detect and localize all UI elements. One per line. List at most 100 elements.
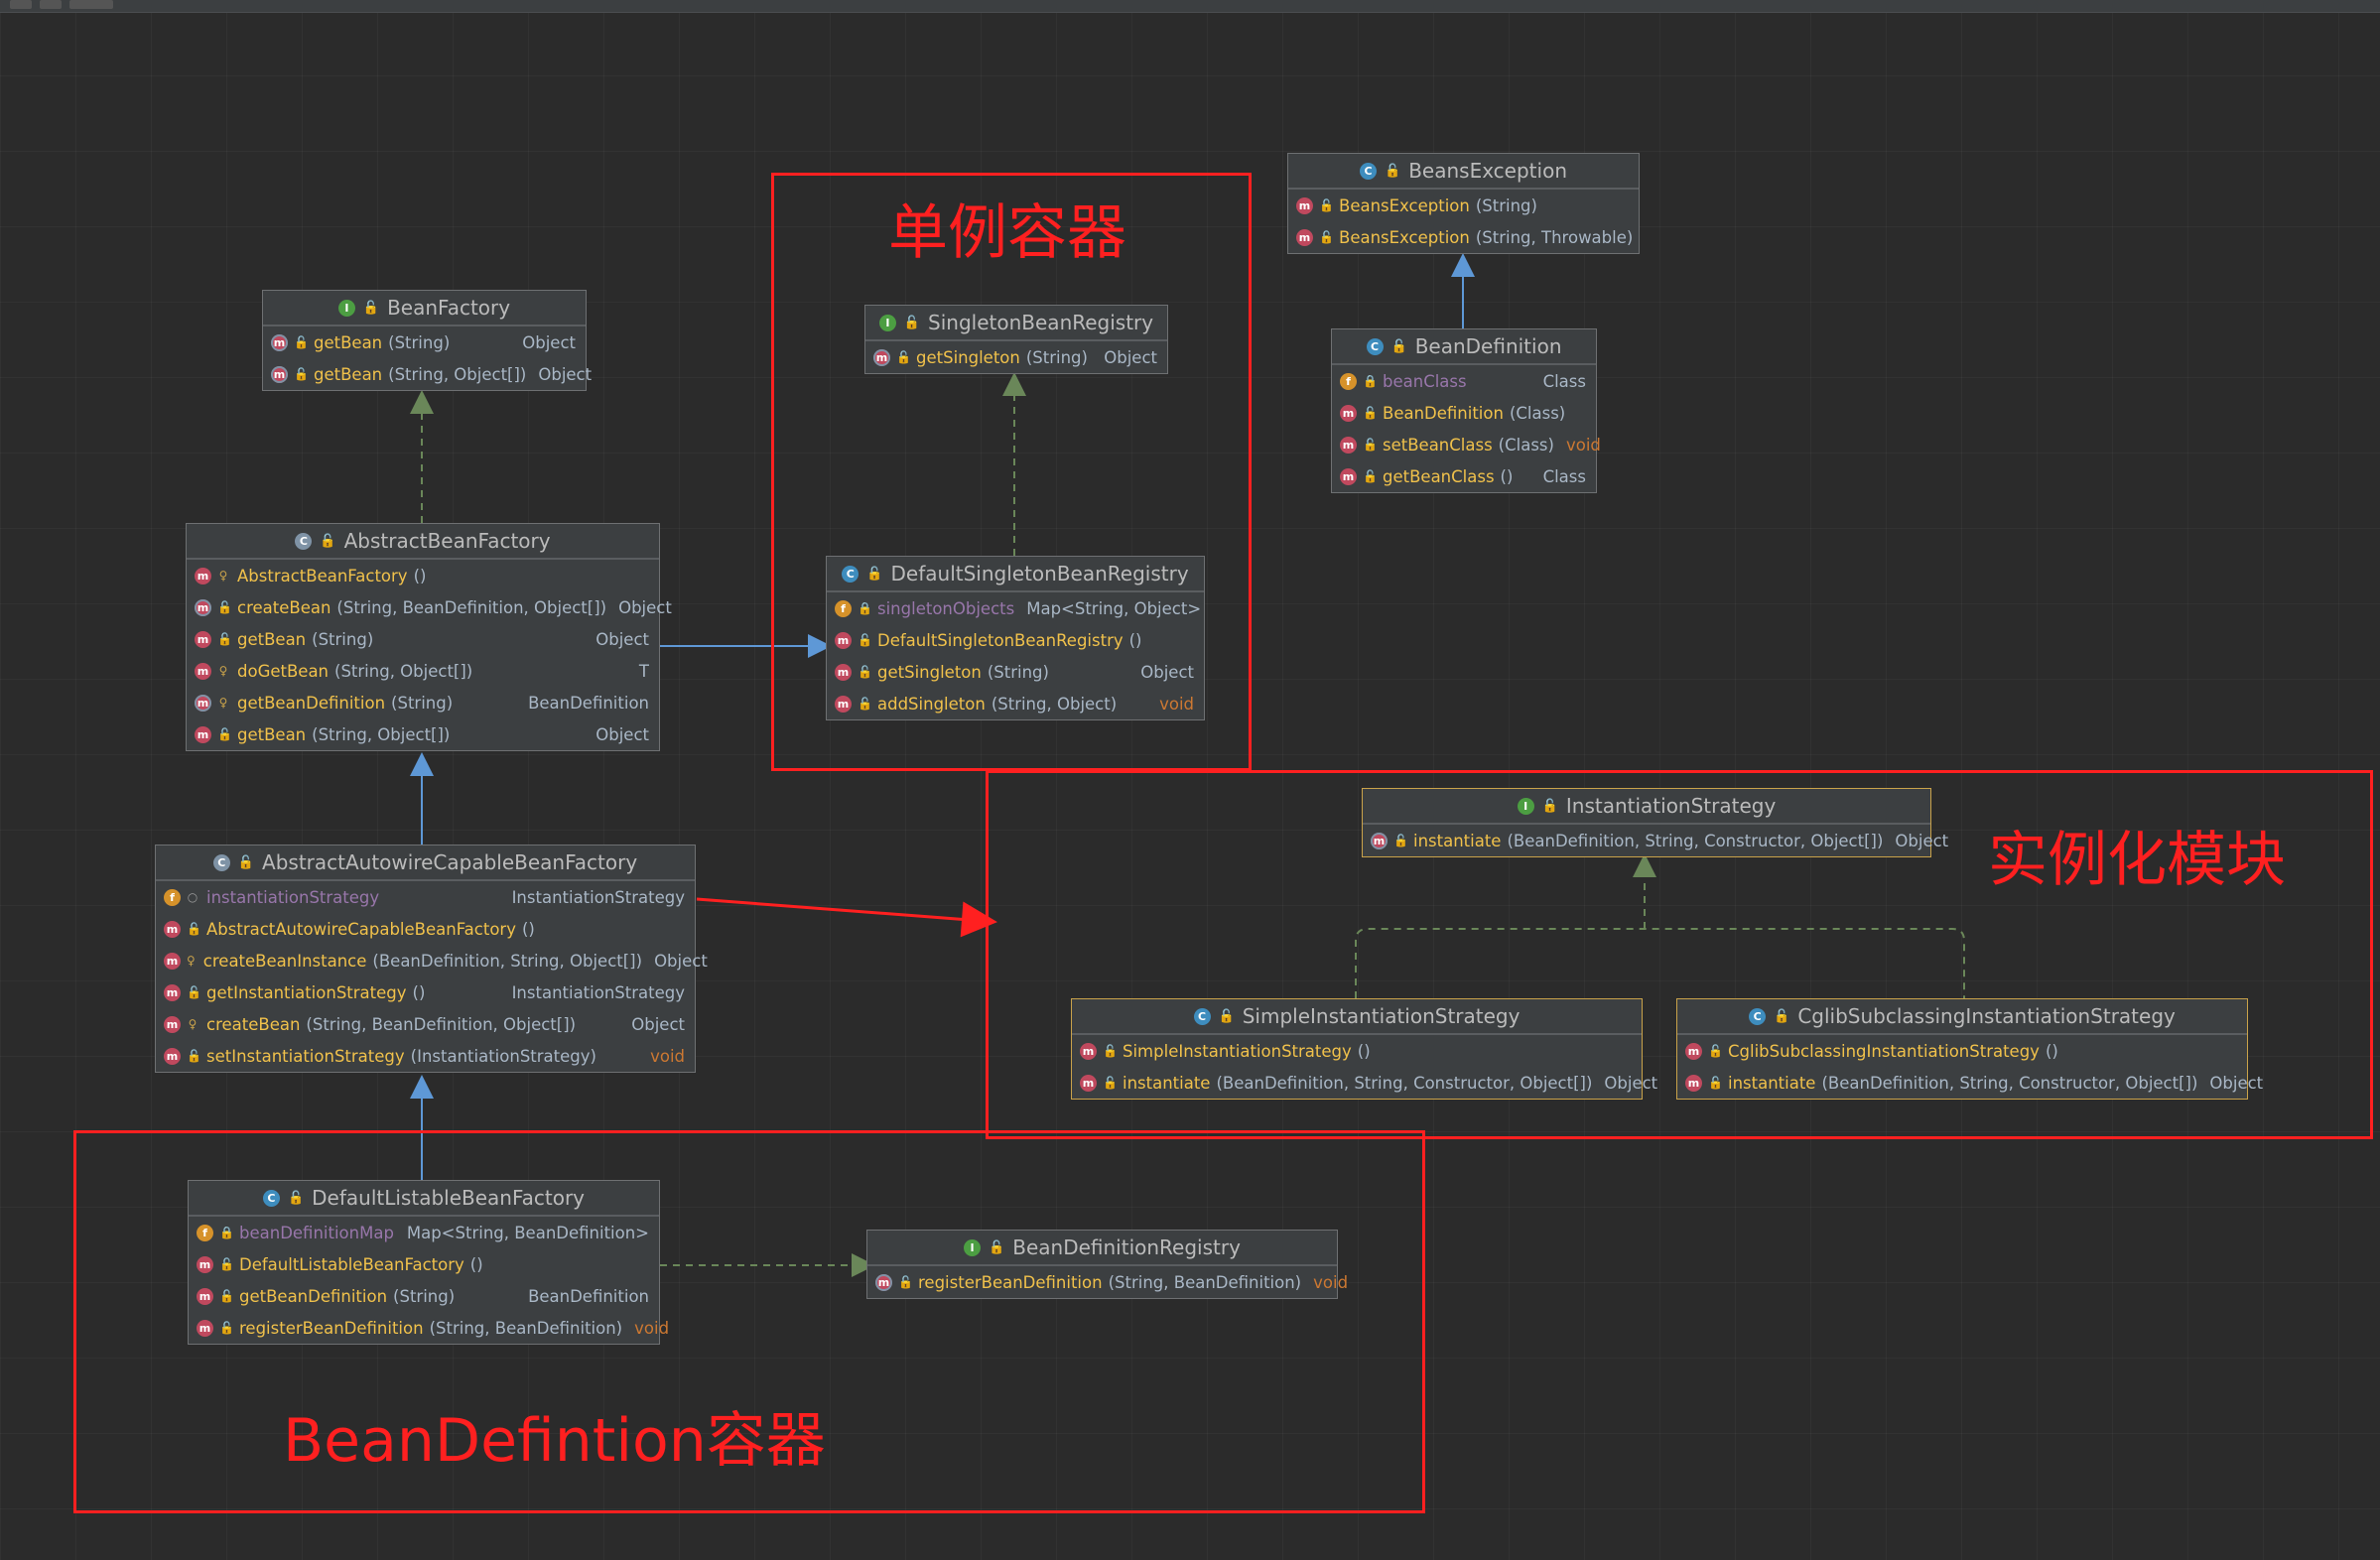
public-visibility-icon: 🔓 bbox=[362, 300, 380, 316]
method-row[interactable]: m🔓SimpleInstantiationStrategy() bbox=[1072, 1034, 1642, 1067]
return-type: Object bbox=[631, 1014, 685, 1034]
return-type: void bbox=[1313, 1272, 1349, 1292]
method-params: (String) bbox=[1475, 195, 1537, 215]
annotation-arrow bbox=[696, 897, 997, 938]
method-row[interactable]: m🔓setInstantiationStrategy(Instantiation… bbox=[156, 1040, 695, 1072]
field-icon: f bbox=[164, 888, 181, 906]
return-type: Object bbox=[538, 364, 593, 384]
method-row[interactable]: m🔓getBean(String)Object bbox=[187, 623, 659, 655]
interface-icon: I bbox=[1517, 797, 1534, 815]
class-header: C🔓BeanDefinition bbox=[1332, 329, 1596, 364]
method-row[interactable]: m♀doGetBean(String, Object[])T bbox=[187, 655, 659, 687]
method-icon: m bbox=[195, 630, 211, 648]
method-row[interactable]: m🔓getSingleton(String)Object bbox=[865, 340, 1167, 373]
method-params: (String, BeanDefinition, Object[]) bbox=[336, 597, 607, 617]
field-icon: f bbox=[1340, 372, 1357, 390]
method-icon: m bbox=[164, 983, 181, 1001]
method-name: getSingleton bbox=[877, 662, 982, 682]
public-visibility-icon: 🔓 bbox=[1385, 163, 1401, 179]
return-type: Object bbox=[618, 597, 672, 617]
method-row[interactable]: m🔓DefaultListableBeanFactory() bbox=[189, 1248, 659, 1280]
method-params: () bbox=[1357, 1041, 1371, 1061]
method-row[interactable]: m🔓getBeanClass()Class bbox=[1332, 460, 1596, 492]
method-row[interactable]: m🔓instantiate(BeanDefinition, String, Co… bbox=[1363, 824, 1948, 856]
method-params: (String, BeanDefinition) bbox=[1108, 1272, 1302, 1292]
toolbar-button[interactable] bbox=[10, 0, 32, 9]
method-icon: m bbox=[164, 920, 181, 938]
method-row[interactable]: m🔓BeanDefinition(Class) bbox=[1332, 397, 1596, 429]
method-row[interactable]: m🔓getBeanDefinition(String)BeanDefinitio… bbox=[189, 1280, 659, 1312]
method-icon: m bbox=[164, 1047, 181, 1065]
method-row[interactable]: m🔓registerBeanDefinition(String, BeanDef… bbox=[189, 1312, 669, 1344]
class-header: C🔓DefaultListableBeanFactory bbox=[189, 1181, 659, 1216]
method-params: (String, BeanDefinition) bbox=[429, 1318, 623, 1338]
visibility-icon: 🔓 bbox=[1708, 1076, 1723, 1090]
method-row[interactable]: m🔓getBean(String)Object bbox=[263, 325, 586, 358]
return-type: InstantiationStrategy bbox=[511, 887, 685, 907]
method-row[interactable]: m🔓BeansException(String, Throwable) bbox=[1288, 221, 1639, 253]
class-name: DefaultListableBeanFactory bbox=[312, 1186, 586, 1210]
method-row[interactable]: m♀AbstractBeanFactory() bbox=[187, 559, 659, 591]
method-row[interactable]: m🔓instantiate(BeanDefinition, String, Co… bbox=[1072, 1067, 1657, 1099]
toolbar-button[interactable] bbox=[40, 0, 62, 9]
method-icon: m bbox=[271, 333, 288, 351]
method-row[interactable]: m🔓getSingleton(String)Object bbox=[827, 656, 1204, 688]
method-row[interactable]: m🔓AbstractAutowireCapableBeanFactory() bbox=[156, 913, 695, 945]
method-row[interactable]: m♀createBean(String, BeanDefinition, Obj… bbox=[156, 1008, 695, 1040]
method-row[interactable]: m🔓DefaultSingletonBeanRegistry() bbox=[827, 624, 1204, 656]
class-header: C🔓BeansException bbox=[1288, 154, 1639, 189]
method-icon: m bbox=[873, 348, 890, 366]
visibility-icon: 🔓 bbox=[217, 632, 232, 646]
method-name: doGetBean bbox=[237, 661, 330, 681]
method-name: createBean bbox=[237, 597, 331, 617]
method-params: () bbox=[1128, 630, 1142, 650]
method-row[interactable]: m🔓addSingleton(String, Object)void bbox=[827, 688, 1204, 719]
toolbar-button[interactable] bbox=[69, 0, 113, 9]
return-type: Object bbox=[522, 332, 576, 352]
visibility-icon: 🔓 bbox=[896, 350, 911, 364]
method-name: getBeanDefinition bbox=[239, 1286, 388, 1306]
class-name: SimpleInstantiationStrategy bbox=[1242, 1004, 1521, 1028]
method-row[interactable]: m🔓registerBeanDefinition(String, BeanDef… bbox=[867, 1265, 1348, 1298]
visibility-icon: 🔓 bbox=[1103, 1044, 1118, 1058]
method-name: BeansException bbox=[1339, 195, 1470, 215]
class-header: C🔓AbstractBeanFactory bbox=[187, 524, 659, 559]
method-row[interactable]: m🔓getBean(String, Object[])Object bbox=[187, 718, 659, 750]
method-row[interactable]: m🔓BeansException(String) bbox=[1288, 189, 1639, 221]
method-row[interactable]: m♀createBeanInstance(BeanDefinition, Str… bbox=[156, 945, 708, 976]
return-type: Object bbox=[595, 724, 649, 744]
method-icon: m bbox=[1685, 1042, 1702, 1060]
public-visibility-icon: 🔓 bbox=[320, 533, 336, 549]
method-row[interactable]: m♀getBeanDefinition(String)BeanDefinitio… bbox=[187, 687, 659, 718]
method-row[interactable]: m🔓getInstantiationStrategy()Instantiatio… bbox=[156, 976, 695, 1008]
method-name: CglibSubclassingInstantiationStrategy bbox=[1728, 1041, 2040, 1061]
visibility-icon: ♀ bbox=[187, 954, 196, 968]
visibility-icon: ○ bbox=[187, 890, 198, 904]
method-row[interactable]: m🔓CglibSubclassingInstantiationStrategy(… bbox=[1677, 1034, 2247, 1067]
interface-icon: I bbox=[337, 299, 355, 317]
method-row[interactable]: m🔓getBean(String, Object[])Object bbox=[263, 358, 592, 390]
method-row[interactable]: m🔓instantiate(BeanDefinition, String, Co… bbox=[1677, 1067, 2263, 1099]
method-row[interactable]: m🔓createBean(String, BeanDefinition, Obj… bbox=[187, 591, 672, 623]
method-row[interactable]: m🔓setBeanClass(Class)void bbox=[1332, 429, 1601, 460]
public-visibility-icon: 🔓 bbox=[1541, 798, 1558, 814]
method-icon: m bbox=[1340, 436, 1357, 454]
method-icon: m bbox=[1296, 228, 1313, 246]
method-name: createBean bbox=[206, 1014, 301, 1034]
